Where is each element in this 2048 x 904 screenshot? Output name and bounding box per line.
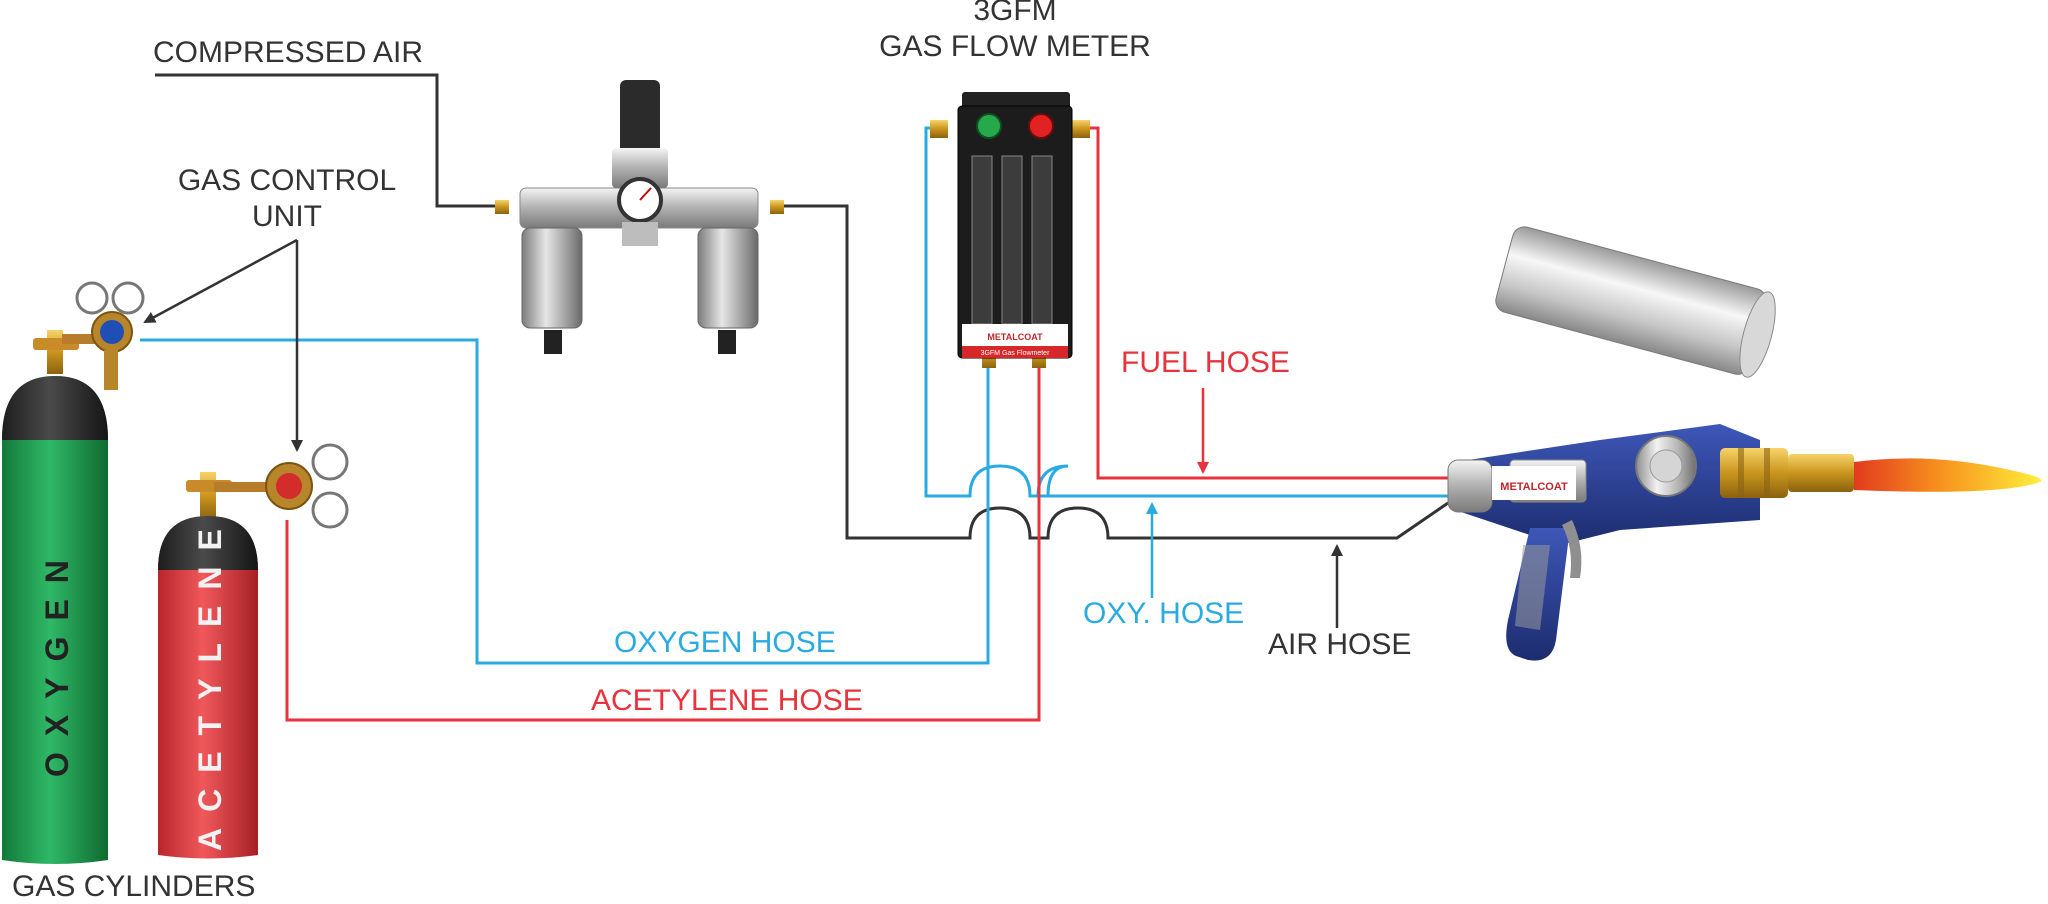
oxygen-hose-line [140,338,990,665]
acetylene-hose-label: ACETYLENE HOSE [591,684,863,717]
flowmeter-brand: METALCOAT [987,332,1043,342]
compressed-air-label: COMPRESSED AIR [153,36,424,69]
flow-meter-label-line2: GAS FLOW METER [879,30,1151,63]
gas-control-arrow-oxygen [143,238,298,324]
flow-meter-label-line1: 3GFM [973,0,1057,27]
air-filter-regulator [495,80,784,354]
gun-brand: METALCOAT [1500,481,1568,493]
oxygen-hose-label: OXYGEN HOSE [614,626,836,659]
air-hose-label: AIR HOSE [1268,628,1412,661]
flowmeter-caption: 3GFM Gas Flowmeter [981,350,1051,357]
flame [1854,458,2042,492]
acetylene-regulator [214,443,349,529]
oxygen-cylinder [2,330,108,864]
oxy-hose-label: OXY. HOSE [1083,597,1245,630]
gas-control-unit-label-line2: UNIT [252,200,322,233]
oxygen-regulator [62,281,145,390]
fuel-hose-label: FUEL HOSE [1121,346,1290,379]
acetylene-cylinder-label: ACETYLENE [192,513,228,851]
compressed-air-line [155,73,505,208]
oxygen-cylinder-label: OXYGEN [39,544,75,777]
fuel-hose-line [1088,126,1448,480]
acetylene-cylinder [158,472,258,859]
acetylene-hose-line [285,362,1041,722]
gas-flow-meter: METALCOAT 3GFM Gas Flowmeter [930,92,1090,368]
gas-control-unit-label-line1: GAS CONTROL [177,164,397,197]
air-hose-line [775,204,1449,540]
spray-gun: METALCOAT [1447,226,1854,661]
gas-cylinders-label: GAS CYLINDERS [12,870,256,903]
